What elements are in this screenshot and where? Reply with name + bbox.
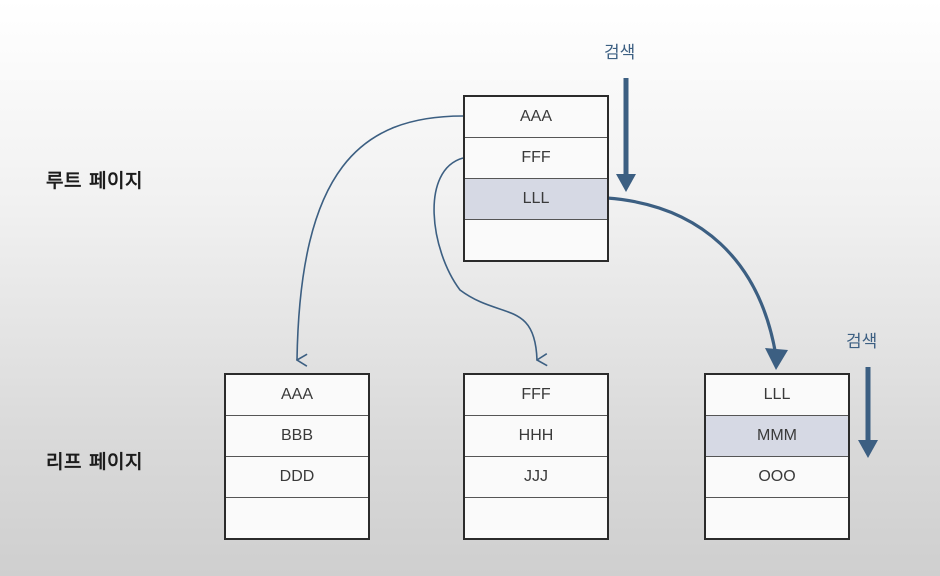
leaf-key-cell: JJJ — [465, 457, 607, 498]
leaf-key-cell: BBB — [226, 416, 368, 457]
leaf-key-cell: DDD — [226, 457, 368, 498]
leaf-empty-cell — [706, 498, 848, 538]
root-key-cell-highlighted: LLL — [465, 179, 607, 220]
arrow-lll-to-leaf3 — [606, 196, 778, 357]
leaf-page-1: AAA BBB DDD — [224, 373, 370, 540]
leaf-empty-cell — [226, 498, 368, 538]
leaf-key-cell: FFF — [465, 375, 607, 416]
leaf-key-cell: HHH — [465, 416, 607, 457]
search-label-leaf: 검색 — [846, 332, 878, 352]
leaf-key-cell: LLL — [706, 375, 848, 416]
root-page-label: 루트 페이지 — [46, 170, 144, 192]
arrow-lll-head — [765, 348, 788, 370]
arrow-aaa-to-leaf1 — [297, 115, 464, 360]
arrow-fff-to-leaf2 — [433, 157, 537, 360]
root-page: AAA FFF LLL — [463, 95, 609, 262]
leaf-page-label: 리프 페이지 — [46, 451, 144, 473]
search-arrowhead-root — [616, 174, 636, 192]
search-arrowhead-leaf — [858, 440, 878, 458]
leaf-empty-cell — [465, 498, 607, 538]
leaf-page-2: FFF HHH JJJ — [463, 373, 609, 540]
leaf-key-cell: OOO — [706, 457, 848, 498]
root-key-cell: AAA — [465, 97, 607, 138]
leaf-key-cell: AAA — [226, 375, 368, 416]
root-key-cell: FFF — [465, 138, 607, 179]
root-empty-cell — [465, 220, 607, 260]
search-label-root: 검색 — [604, 43, 636, 63]
leaf-key-cell-highlighted: MMM — [706, 416, 848, 457]
leaf-page-3: LLL MMM OOO — [704, 373, 850, 540]
